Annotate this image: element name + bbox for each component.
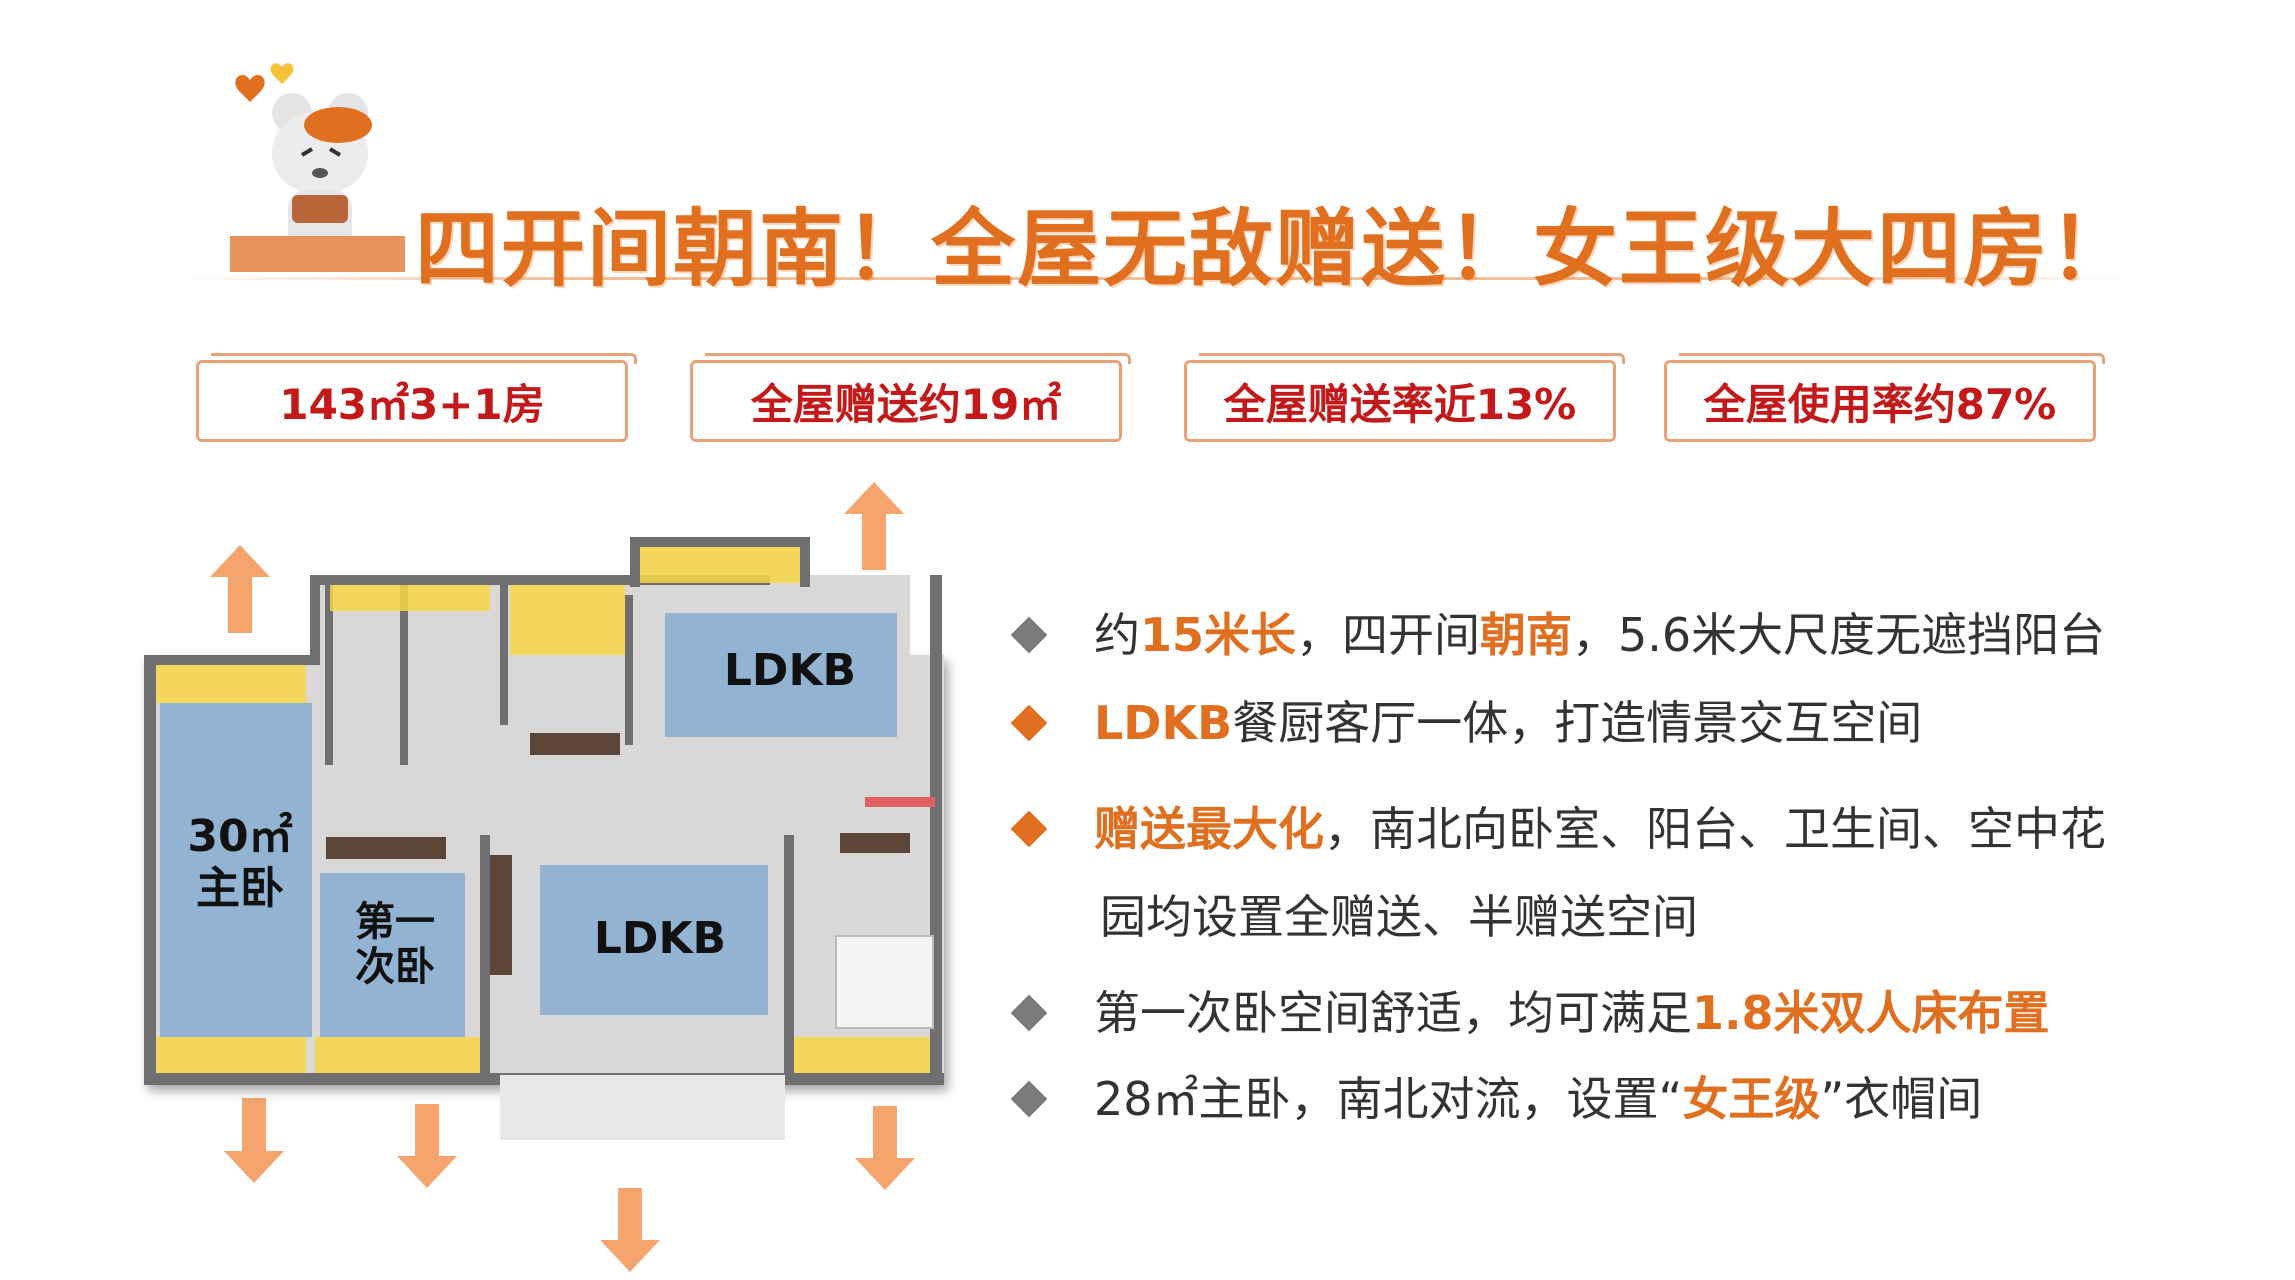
balcony-north-bath xyxy=(330,585,490,611)
balcony-south-master xyxy=(156,1037,306,1073)
south-arrow-icon xyxy=(600,1188,660,1272)
badge-gift-area: 全屋赠送约19㎡ xyxy=(690,353,1131,442)
badge-area: 143㎡3+1房 xyxy=(196,353,637,442)
balcony-north-master xyxy=(156,665,306,703)
living-area xyxy=(540,865,768,1015)
diamond-bullet-icon xyxy=(1010,810,1048,847)
badge-usage-rate: 全屋使用率约87% xyxy=(1664,353,2105,442)
diamond-bullet-icon xyxy=(1010,1080,1048,1117)
balcony-south-second xyxy=(315,1037,480,1073)
south-arrow-icon xyxy=(397,1104,457,1188)
feature-item: 约15米长，四开间朝南，5.6米大尺度无遮挡阳台 xyxy=(1010,592,2240,678)
title-divider xyxy=(180,277,2130,280)
master-bedroom-area xyxy=(160,703,312,1037)
balcony-south-bedroom xyxy=(794,1037,930,1073)
diamond-bullet-icon xyxy=(1010,616,1048,653)
heart-icon xyxy=(235,75,265,102)
diamond-bullet-icon xyxy=(1010,994,1048,1031)
floor-plan: LDKB LDKB 30㎡ 主卧 第一 次卧 xyxy=(140,535,944,1145)
feature-item-continued: 园均设置全赠送、半赠送空间 xyxy=(1100,890,1698,944)
master-area-label: 30㎡ xyxy=(187,811,293,862)
balcony-north-kitchen xyxy=(640,547,800,583)
north-arrow-icon xyxy=(844,482,904,570)
second-bedroom-area xyxy=(320,873,465,1037)
second-bedroom-label-2: 次卧 xyxy=(355,944,435,990)
badge-gift-rate: 全屋赠送率近13% xyxy=(1184,353,1625,442)
feature-item: LDKB餐厨客厅一体，打造情景交互空间 xyxy=(1010,680,2240,766)
diamond-bullet-icon xyxy=(1010,704,1048,741)
page-title: 四开间朝南！全屋无敌赠送！女王级大四房！ xyxy=(415,200,2136,298)
kitchen-dining-area xyxy=(665,613,897,737)
title-shelf xyxy=(230,236,405,272)
south-arrow-icon xyxy=(224,1098,284,1183)
north-arrow-icon xyxy=(210,545,270,633)
master-name-label: 主卧 xyxy=(196,863,284,914)
feature-item: 赠送最大化，南北向卧室、阳台、卫生间、空中花 xyxy=(1010,786,2240,872)
south-arrow-icon xyxy=(855,1106,915,1190)
feature-item: 28㎡主卧，南北对流，设置“女王级”衣帽间 xyxy=(1010,1056,2240,1142)
second-bedroom-label-1: 第一 xyxy=(355,899,435,945)
balcony-north-bedroom xyxy=(510,585,625,655)
ldkb-top-label: LDKB xyxy=(723,645,857,696)
feature-item: 第一次卧空间舒适，均可满足1.8米双人床布置 xyxy=(1010,970,2240,1056)
ldkb-center-label: LDKB xyxy=(593,913,727,964)
